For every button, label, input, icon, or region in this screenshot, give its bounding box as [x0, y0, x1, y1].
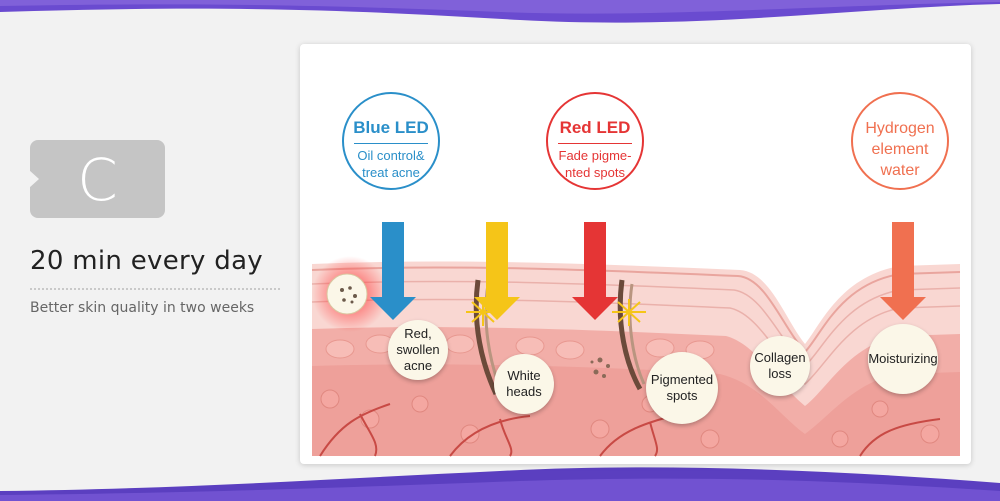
- subline: Better skin quality in two weeks: [30, 300, 255, 316]
- skin-illustration-panel: Blue LED Oil control& treat acne Red LED…: [300, 44, 971, 464]
- bottom-wave-decoration: [0, 467, 1000, 501]
- blue-led-title: Blue LED: [353, 118, 429, 137]
- red-led-circle: Red LED Fade pigme- nted spots: [546, 92, 644, 190]
- skin-cross-section: [311, 222, 961, 457]
- step-letter: C: [77, 146, 118, 214]
- red-led-title: Red LED: [559, 118, 631, 137]
- headline: 20 min every day: [30, 246, 263, 276]
- step-badge: C: [29, 140, 165, 218]
- label-moisturizing: Moisturizing: [868, 324, 938, 394]
- label-red-swollen-acne: Red, swollen acne: [388, 320, 448, 380]
- label-collagen-loss: Collagen loss: [750, 336, 810, 396]
- blue-led-divider: [354, 143, 428, 144]
- top-wave-decoration: [0, 0, 1000, 23]
- red-led-desc: Fade pigme- nted spots: [558, 148, 632, 180]
- blue-led-circle: Blue LED Oil control& treat acne: [342, 92, 440, 190]
- label-white-heads: White heads: [494, 354, 554, 414]
- label-pigmented-spots: Pigmented spots: [646, 352, 718, 424]
- blue-led-desc: Oil control& treat acne: [357, 148, 425, 180]
- hydrogen-water-circle: Hydrogen element water: [851, 92, 949, 190]
- red-led-divider: [558, 143, 632, 144]
- dotted-divider: [30, 288, 280, 290]
- hydrogen-water-title: Hydrogen element water: [865, 120, 935, 179]
